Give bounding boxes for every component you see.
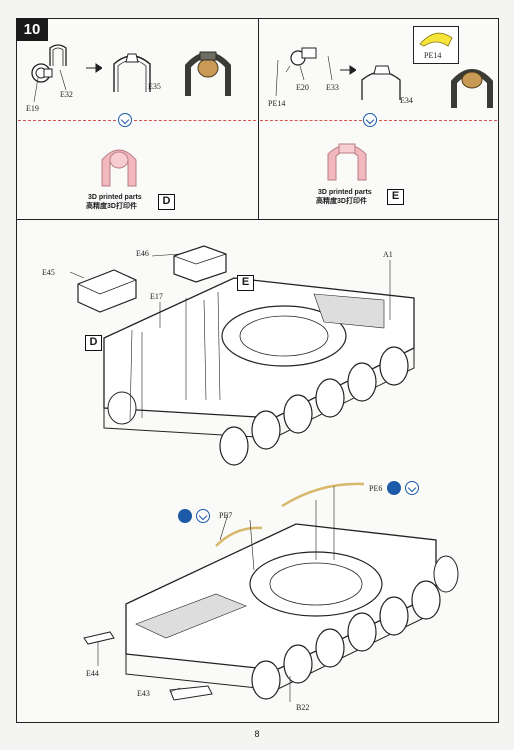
part-label: E46 xyxy=(136,249,149,258)
leader-lines xyxy=(97,486,335,702)
part-e44-drawing xyxy=(83,631,115,645)
part-label: E32 xyxy=(60,90,73,99)
part-label: PE6 xyxy=(369,484,383,493)
tank-hull-lower xyxy=(125,523,459,700)
callout-badge-d: D xyxy=(85,335,102,351)
part-label: B22 xyxy=(296,703,310,712)
page-number: 8 xyxy=(254,729,260,739)
pe14-tag: PE14 xyxy=(413,26,459,64)
part-e20-drawing xyxy=(285,47,317,73)
part-label: E34 xyxy=(400,96,413,105)
etched-part-icon xyxy=(419,32,453,47)
part-e32-drawing xyxy=(49,44,67,66)
callout-badge-e: E xyxy=(387,189,404,205)
assembled-part-render xyxy=(451,69,493,108)
rotate-icon xyxy=(178,509,192,523)
arrow-icon xyxy=(340,65,356,75)
etched-part-pe7 xyxy=(215,526,263,547)
part-e35-drawing xyxy=(113,53,151,92)
pe14-tag-label: PE14 xyxy=(424,51,442,60)
callout-badge-d: D xyxy=(158,194,175,210)
rotate-view-icon xyxy=(405,481,419,495)
arrow-icon xyxy=(86,63,102,73)
rotate-view-icon xyxy=(363,113,377,127)
part-label: E43 xyxy=(137,689,150,698)
part-e45-drawing xyxy=(77,269,137,313)
part-label: E45 xyxy=(42,268,55,277)
callout-badge-e: E xyxy=(237,275,254,291)
leader-lines xyxy=(69,253,391,421)
etched-part-pe6 xyxy=(281,482,365,508)
panel-divider-horizontal xyxy=(16,219,499,220)
part-label: PE7 xyxy=(219,511,233,520)
step-number: 10 xyxy=(16,18,48,41)
leader-lines xyxy=(33,70,67,103)
guide-dashed-line xyxy=(134,120,256,121)
resin-part-render xyxy=(101,149,137,187)
caption-en: 3D printed parts xyxy=(318,189,372,196)
rotate-view-icon xyxy=(118,113,132,127)
leader-lines xyxy=(275,56,333,97)
resin-part-render xyxy=(327,143,367,181)
part-label: PE14 xyxy=(268,99,286,108)
rotate-view-icon xyxy=(196,509,210,523)
guide-dashed-line xyxy=(18,120,116,121)
tank-hull-upper xyxy=(103,277,415,466)
caption-en: 3D printed parts xyxy=(88,194,142,201)
part-e34-drawing xyxy=(361,65,401,100)
panel-divider-vertical xyxy=(258,18,259,219)
part-label: E17 xyxy=(150,292,163,301)
part-label: E33 xyxy=(326,83,339,92)
part-e43-drawing xyxy=(169,685,213,701)
part-e46-drawing xyxy=(173,245,227,283)
part-label: E35 xyxy=(148,82,161,91)
rotate-icon xyxy=(387,481,401,495)
caption-cn: 高精度3D打印件 xyxy=(316,198,367,205)
part-label: A1 xyxy=(383,250,393,259)
part-e19-drawing xyxy=(31,63,53,83)
part-label: E44 xyxy=(86,669,99,678)
caption-cn: 高精度3D打印件 xyxy=(86,203,137,210)
assembled-part-render xyxy=(185,51,231,96)
part-label: E19 xyxy=(26,104,39,113)
part-label: E20 xyxy=(296,83,309,92)
guide-dashed-line xyxy=(379,120,497,121)
guide-dashed-line xyxy=(260,120,362,121)
